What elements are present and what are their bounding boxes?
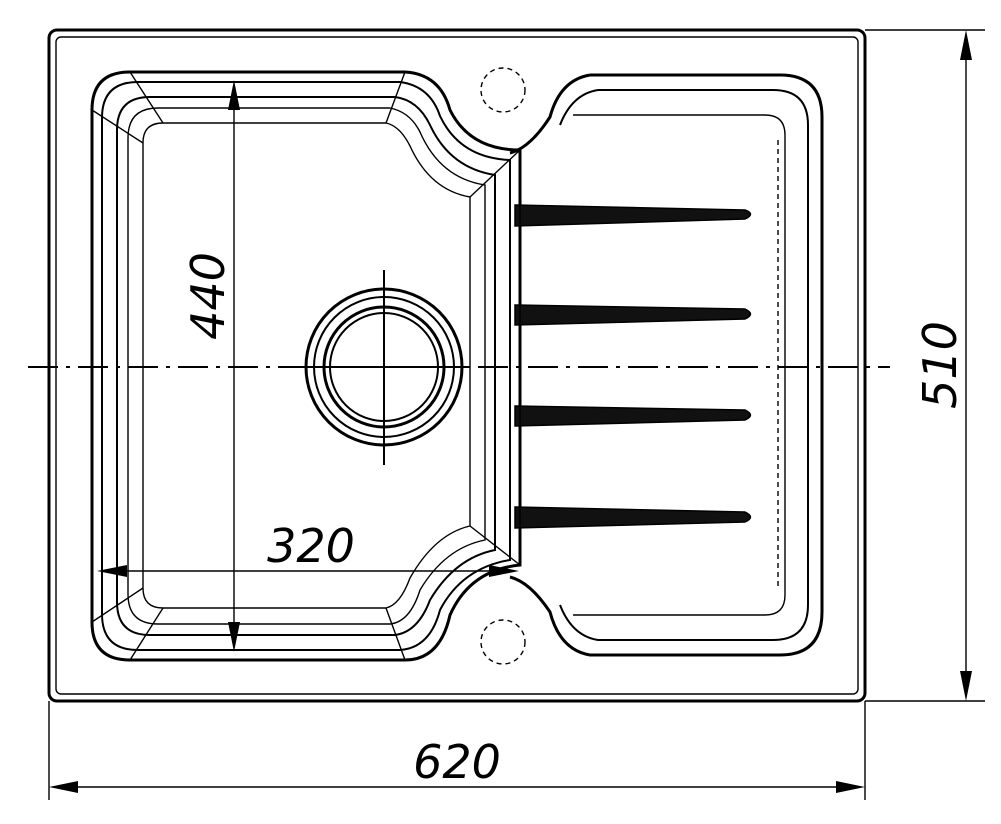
dimension-label-bowl-length: 440 bbox=[181, 252, 235, 340]
dimension-overall-width: 620 bbox=[48, 701, 866, 800]
tap-hole-bottom bbox=[480, 619, 526, 665]
tap-hole-top bbox=[480, 67, 526, 113]
tap-hole-markers bbox=[480, 67, 526, 665]
sink-outline bbox=[47, 28, 867, 703]
drain-rib-3 bbox=[514, 405, 752, 427]
drainboard bbox=[509, 73, 824, 657]
sink-bowl bbox=[90, 70, 522, 662]
dimension-label-bowl-width: 320 bbox=[267, 519, 355, 573]
dimension-bowl-length: 440 bbox=[181, 80, 240, 652]
drain-rib-1 bbox=[514, 204, 752, 227]
drain-rib-4 bbox=[514, 506, 752, 529]
dimension-overall-depth: 510 bbox=[865, 29, 985, 702]
drain-rib-2 bbox=[514, 304, 752, 326]
dimension-bowl-width: 320 bbox=[97, 519, 519, 577]
dimension-label-depth: 510 bbox=[913, 321, 967, 409]
dimension-label-width: 620 bbox=[413, 735, 501, 789]
